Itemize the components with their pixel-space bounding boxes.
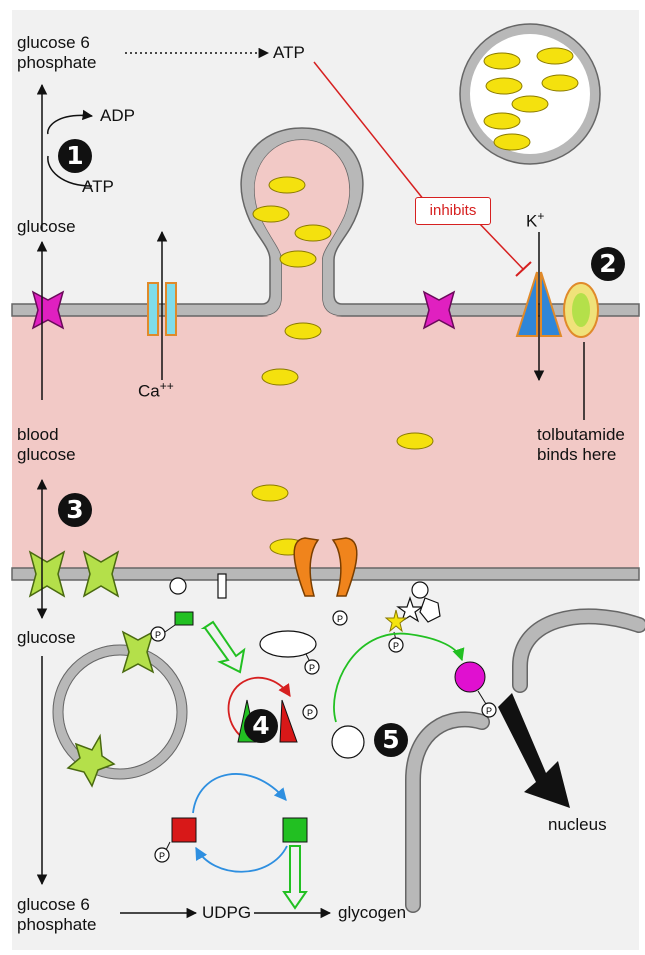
svg-text:P: P [393, 641, 399, 651]
label-glycogen: glycogen [338, 903, 406, 923]
label-g6p-top-line1: glucose 6 [17, 33, 96, 53]
svg-text:P: P [307, 708, 313, 718]
receptor-phosphate-label: P [337, 614, 343, 624]
label-potassium-charge: + [537, 209, 544, 223]
label-blood-glucose: blood glucose [17, 425, 76, 465]
svg-text:P: P [486, 706, 492, 716]
label-glucose-top: glucose [17, 217, 76, 237]
secretory-granule-inner [470, 34, 590, 154]
label-tolbutamide-line2: binds here [537, 445, 625, 465]
label-calcium-ion: Ca [138, 382, 160, 401]
green-glycogen-synthase [283, 818, 307, 842]
label-glucose-mid: glucose [17, 628, 76, 648]
svg-text:P: P [159, 851, 165, 861]
calcium-channel-left [148, 283, 158, 335]
small-circle-a [170, 578, 186, 594]
label-atp-top: ATP [273, 43, 305, 63]
svg-text:P: P [309, 663, 315, 673]
label-calcium-charge: ++ [160, 379, 174, 393]
label-tolbutamide-line1: tolbutamide [537, 425, 625, 445]
sulfonylurea-receptor-core [572, 293, 590, 327]
label-potassium-ion: K [526, 212, 537, 231]
step-badge-2: 2 [591, 247, 625, 281]
small-circle-b [412, 582, 428, 598]
label-potassium: K+ [526, 206, 544, 232]
step-badge-5: 5 [374, 723, 408, 757]
label-udpg: UDPG [202, 903, 251, 923]
small-rect-a [218, 574, 226, 598]
green-enzyme-small [175, 612, 193, 625]
label-g6p-bottom-line2: phosphate [17, 915, 96, 935]
label-blood-glucose-line1: blood [17, 425, 76, 445]
label-adp: ADP [100, 106, 135, 126]
step-badge-1: 1 [58, 139, 92, 173]
label-nucleus: nucleus [548, 815, 607, 835]
label-g6p-bottom-line1: glucose 6 [17, 895, 96, 915]
label-g6p-bottom: glucose 6 phosphate [17, 895, 96, 935]
step-badge-3: 3 [58, 493, 92, 527]
label-g6p-top: glucose 6 phosphate [17, 33, 96, 73]
step-badge-4: 4 [244, 709, 278, 743]
white-circle-kinase [332, 726, 364, 758]
white-oval [260, 631, 316, 657]
label-blood-glucose-line2: glucose [17, 445, 76, 465]
svg-text:P: P [155, 630, 161, 640]
label-atp-cycle: ATP [82, 177, 114, 197]
label-calcium: Ca++ [138, 376, 174, 402]
label-g6p-top-line2: phosphate [17, 53, 96, 73]
red-glycogen-synthase [172, 818, 196, 842]
calcium-channel-right [166, 283, 176, 335]
inhibits-box: inhibits [415, 197, 491, 225]
magenta-kinase [455, 662, 485, 692]
label-tolbutamide: tolbutamide binds here [537, 425, 625, 465]
